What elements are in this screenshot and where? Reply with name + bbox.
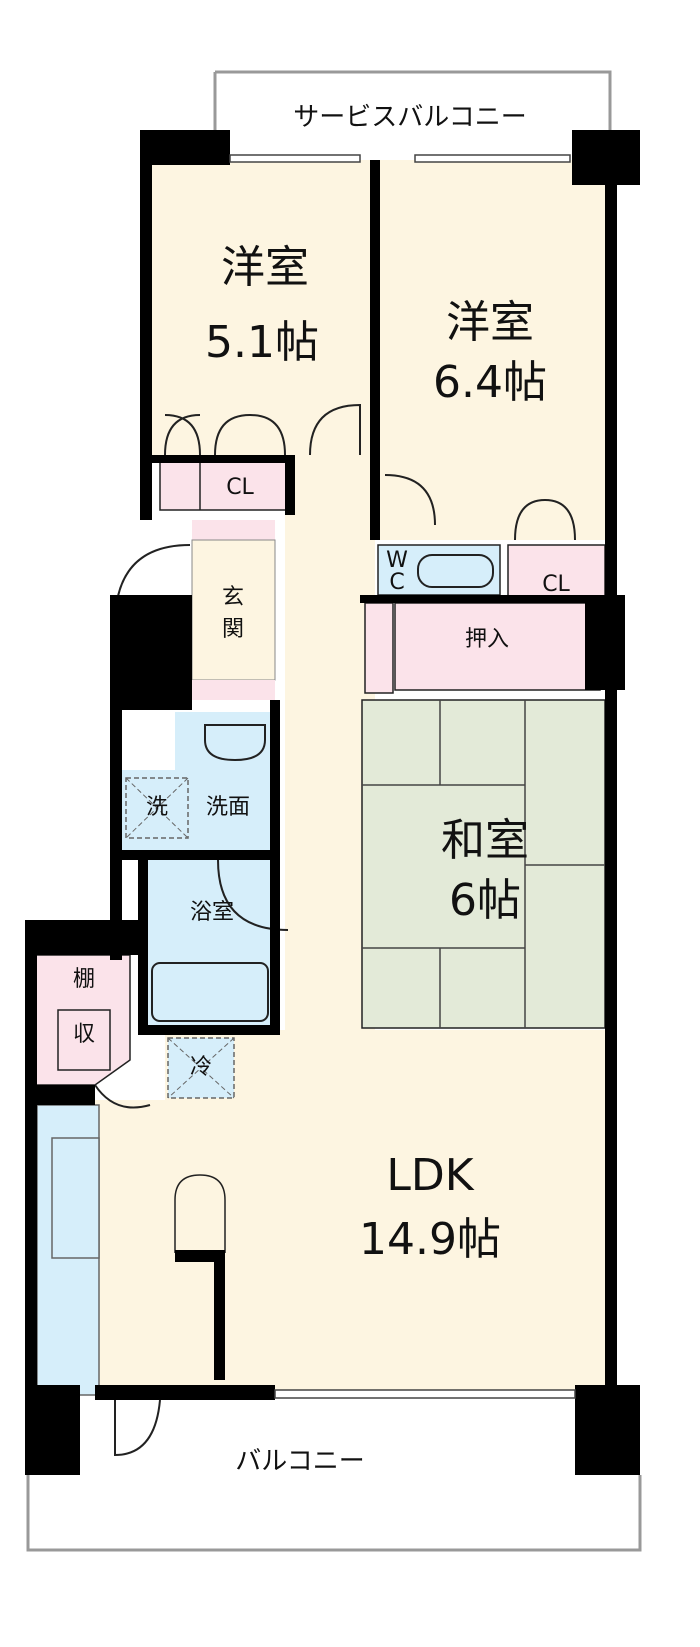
entrance: 玄 関 bbox=[114, 520, 276, 700]
washer-label: 洗 bbox=[146, 795, 168, 820]
oshiire-label: 押入 bbox=[465, 627, 509, 652]
washitsu: 和室 6帖 bbox=[361, 699, 606, 1029]
closet-left: CL bbox=[159, 459, 291, 511]
fridge-label: 冷 bbox=[190, 1055, 212, 1080]
washroom: 洗 洗面 bbox=[120, 712, 275, 850]
bathtub-icon bbox=[151, 962, 269, 1022]
closet-right-label: CL bbox=[542, 572, 570, 597]
bedroom-2-name: 洋室 bbox=[446, 297, 534, 348]
washer-space bbox=[125, 777, 189, 839]
service-balcony: サービスバルコニー bbox=[213, 70, 612, 140]
toilet-label-1: W bbox=[386, 548, 408, 573]
oshiire: 押入 bbox=[364, 602, 601, 694]
toilet-label-2: C bbox=[389, 570, 404, 595]
entrance-label-2: 関 bbox=[222, 617, 244, 642]
walls bbox=[25, 130, 640, 1475]
toilet: W C bbox=[377, 544, 501, 596]
bedroom-2: 洋室 6.4帖 bbox=[375, 160, 605, 541]
washitsu-name: 和室 bbox=[441, 815, 529, 866]
bathroom: 浴室 bbox=[148, 859, 289, 1025]
balcony-label: バルコニー bbox=[235, 1447, 364, 1477]
bedroom-1-name: 洋室 bbox=[221, 242, 309, 293]
washroom-label: 洗面 bbox=[206, 795, 250, 820]
balcony: バルコニー bbox=[26, 1399, 642, 1552]
closet-left-label: CL bbox=[226, 475, 254, 500]
windows bbox=[229, 154, 576, 1399]
storage-label: 収 bbox=[73, 1022, 95, 1047]
bathroom-label: 浴室 bbox=[190, 900, 234, 925]
bedroom-1-size: 5.1帖 bbox=[205, 317, 319, 368]
shelf-label: 棚 bbox=[73, 967, 95, 992]
closet-right: CL bbox=[507, 544, 606, 604]
storage: 棚 収 bbox=[34, 954, 151, 1109]
ldk-name: LDK bbox=[386, 1150, 474, 1201]
washitsu-size: 6帖 bbox=[449, 875, 521, 926]
sink-icon bbox=[204, 724, 266, 762]
entrance-label-1: 玄 bbox=[222, 585, 244, 610]
service-balcony-label: サービスバルコニー bbox=[293, 103, 526, 133]
ldk-size: 14.9帖 bbox=[359, 1214, 501, 1265]
ldk: LDK 14.9帖 bbox=[36, 1030, 605, 1396]
bedroom-2-size: 6.4帖 bbox=[433, 357, 547, 408]
fridge-space: 冷 bbox=[167, 1037, 235, 1099]
bedroom-1: 洋室 5.1帖 bbox=[150, 160, 375, 456]
toilet-icon bbox=[417, 554, 494, 588]
hallway bbox=[285, 455, 375, 1105]
